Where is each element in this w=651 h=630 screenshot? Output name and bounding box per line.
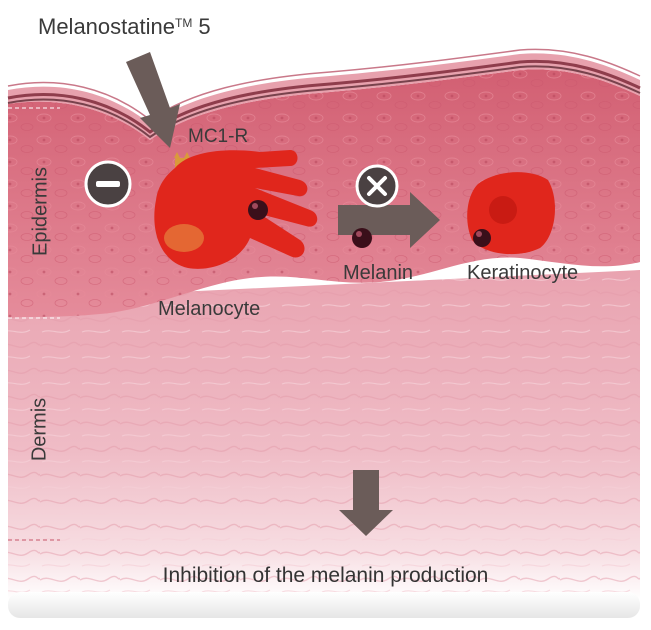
x-circle-icon [355, 164, 399, 208]
caption-bar [8, 592, 640, 618]
transfer-arrow [338, 192, 440, 248]
result-arrow [339, 470, 393, 536]
result-caption: Inhibition of the melanin production [162, 564, 489, 587]
product-arrow [126, 52, 180, 148]
keratinocyte-label: Keratinocyte [467, 262, 579, 284]
keratinocyte-cell [467, 172, 555, 255]
dermis-label: Dermis [28, 397, 51, 462]
minus-circle-icon [84, 160, 132, 208]
trademark-mark: TM [174, 16, 193, 30]
epidermis-label: Epidermis [29, 167, 52, 256]
melanocyte-label: Melanocyte [158, 298, 261, 320]
receptor-label: MC1-R [188, 126, 249, 147]
melanocyte-cell [154, 150, 318, 269]
melanin-label: Melanin [343, 262, 414, 284]
product-label: MelanostatineTM 5 [38, 14, 211, 39]
